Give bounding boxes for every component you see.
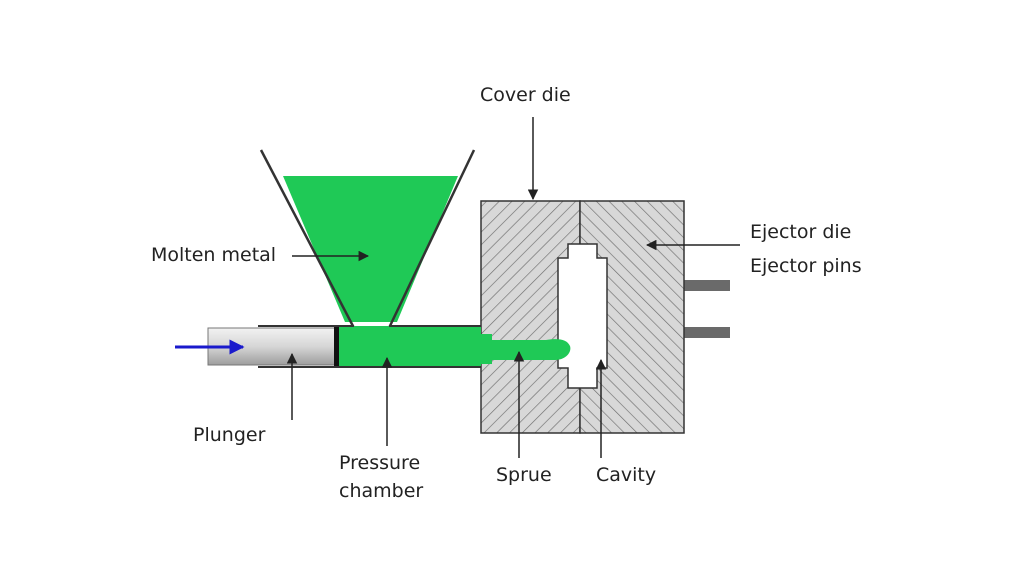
- label-cavity: Cavity: [596, 464, 656, 486]
- hopper-molten-metal: [283, 176, 458, 322]
- label-ejector-pins: Ejector pins: [750, 255, 862, 277]
- label-sprue: Sprue: [496, 464, 552, 486]
- plunger-head: [334, 327, 339, 366]
- label-plunger: Plunger: [193, 424, 266, 446]
- hopper-wall-right: [387, 149, 476, 329]
- sprue-channel: [481, 334, 571, 364]
- label-pressure-chamber-line1: Pressure: [339, 452, 420, 474]
- label-ejector-die: Ejector die: [750, 221, 851, 243]
- hopper-wall-left: [259, 149, 356, 329]
- die-cavity: [557, 243, 608, 389]
- label-pressure-chamber-line2: chamber: [339, 480, 423, 502]
- label-cover-die: Cover die: [480, 84, 571, 106]
- pressure-chamber: [336, 326, 481, 367]
- label-molten-metal: Molten metal: [151, 244, 276, 266]
